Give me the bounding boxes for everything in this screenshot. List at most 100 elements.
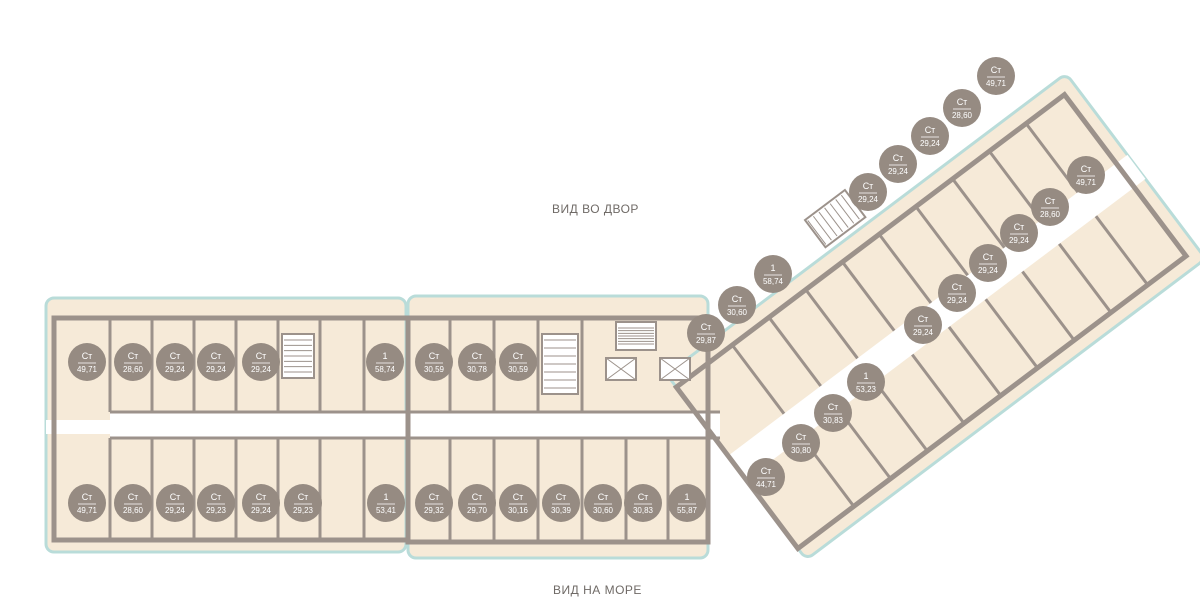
- apartment-area: 30,80: [791, 446, 812, 455]
- apartment-badge-circle: [156, 343, 194, 381]
- apartment-type: Ст: [513, 351, 524, 361]
- apartment-badge-circle: [969, 244, 1007, 282]
- west-corridor: [110, 412, 720, 438]
- apartment-badge-circle: [415, 343, 453, 381]
- apartment-badge: 158,74: [366, 343, 404, 381]
- apartment-type: Ст: [170, 351, 181, 361]
- apartment-type: Ст: [1014, 222, 1025, 232]
- apartment-badge-circle: [943, 89, 981, 127]
- apartment-type: Ст: [761, 466, 772, 476]
- partition-wall: [874, 381, 929, 452]
- partition-wall: [984, 298, 1039, 369]
- apartment-type: Ст: [983, 252, 994, 262]
- apartment-badge: 153,23: [847, 363, 885, 401]
- apartment-badge-circle: [1067, 156, 1105, 194]
- apartment-badge-circle: [367, 484, 405, 522]
- apartment-area: 30,83: [823, 416, 844, 425]
- apartment-area: 30,60: [593, 506, 614, 515]
- stair-step: [812, 215, 832, 241]
- apartment-badges: Ст49,71Ст28,60Ст29,24Ст29,24Ст29,24158,7…: [68, 57, 1105, 522]
- apartment-type: Ст: [1045, 196, 1056, 206]
- apartment-badge-circle: [366, 343, 404, 381]
- apartment-type: 1: [684, 492, 689, 502]
- apartment-area: 49,71: [77, 365, 98, 374]
- apartment-type: Ст: [82, 492, 93, 502]
- apartment-badge-circle: [1000, 214, 1038, 252]
- apartment-badge-circle: [687, 314, 725, 352]
- apartment-area: 28,60: [1040, 210, 1061, 219]
- apartment-area: 44,71: [756, 480, 777, 489]
- apartment-badge-circle: [911, 117, 949, 155]
- apartment-area: 29,24: [913, 328, 934, 337]
- apartment-type: Ст: [472, 351, 483, 361]
- apartment-type: Ст: [82, 351, 93, 361]
- apartment-type: Ст: [1081, 164, 1092, 174]
- apartment-type: Ст: [472, 492, 483, 502]
- apartment-badge-circle: [114, 343, 152, 381]
- apartment-badge-circle: [114, 484, 152, 522]
- stair-step: [824, 207, 844, 233]
- apartment-type: Ст: [957, 97, 968, 107]
- partition-wall: [947, 326, 1002, 397]
- apartment-badge-circle: [904, 306, 942, 344]
- apartment-area: 29,24: [978, 266, 999, 275]
- apartment-badge-circle: [542, 484, 580, 522]
- apartment-badge: 158,74: [754, 255, 792, 293]
- apartment-area: 29,24: [1009, 236, 1030, 245]
- partition-wall: [877, 233, 933, 304]
- apartment-badge: Ст 44,71: [747, 458, 785, 496]
- apartment-badge: Ст 49,71: [68, 343, 106, 381]
- apartment-type: Ст: [701, 322, 712, 332]
- apartment-type: Ст: [128, 492, 139, 502]
- apartment-type: Ст: [638, 492, 649, 502]
- apartment-type: Ст: [925, 125, 936, 135]
- apartment-area: 29,32: [424, 506, 445, 515]
- stair-step: [807, 220, 827, 245]
- apartment-badge-circle: [977, 57, 1015, 95]
- apartment-type: Ст: [918, 314, 929, 324]
- apartment-area: 58,74: [763, 277, 784, 286]
- apartment-area: 29,24: [251, 506, 272, 515]
- apartment-type: Ст: [991, 65, 1002, 75]
- apartment-area: 29,23: [206, 506, 227, 515]
- west-corridor-end: [46, 420, 116, 434]
- lift-1: [605, 357, 637, 381]
- apartment-area: 29,24: [165, 365, 186, 374]
- apartment-badge: 155,87: [668, 484, 706, 522]
- apartment-badge: Ст 49,71: [68, 484, 106, 522]
- apartment-area: 49,71: [77, 506, 98, 515]
- apartment-badge: Ст 29,24: [904, 306, 942, 344]
- apartment-badge: Ст 49,71: [1067, 156, 1105, 194]
- apartment-area: 29,24: [251, 365, 272, 374]
- apartment-badge-circle: [718, 286, 756, 324]
- apartment-badge-circle: [747, 458, 785, 496]
- apartment-area: 30,59: [424, 365, 445, 374]
- apartment-area: 49,71: [1076, 178, 1097, 187]
- partition-wall: [731, 344, 786, 415]
- apartment-type: Ст: [211, 351, 222, 361]
- apartment-badge: Ст 28,60: [114, 484, 152, 522]
- apartment-area: 28,60: [123, 365, 144, 374]
- stair-step: [840, 194, 860, 220]
- lift-2: [659, 357, 691, 381]
- stair-west: [281, 333, 315, 379]
- apartment-area: 29,87: [696, 336, 717, 345]
- stair-core: [615, 321, 657, 351]
- apartment-badge-circle: [458, 484, 496, 522]
- apartment-badge: 153,41: [367, 484, 405, 522]
- sea-view-label: ВИД НА МОРЕ: [553, 583, 642, 597]
- apartment-area: 28,60: [123, 506, 144, 515]
- apartment-badge-circle: [415, 484, 453, 522]
